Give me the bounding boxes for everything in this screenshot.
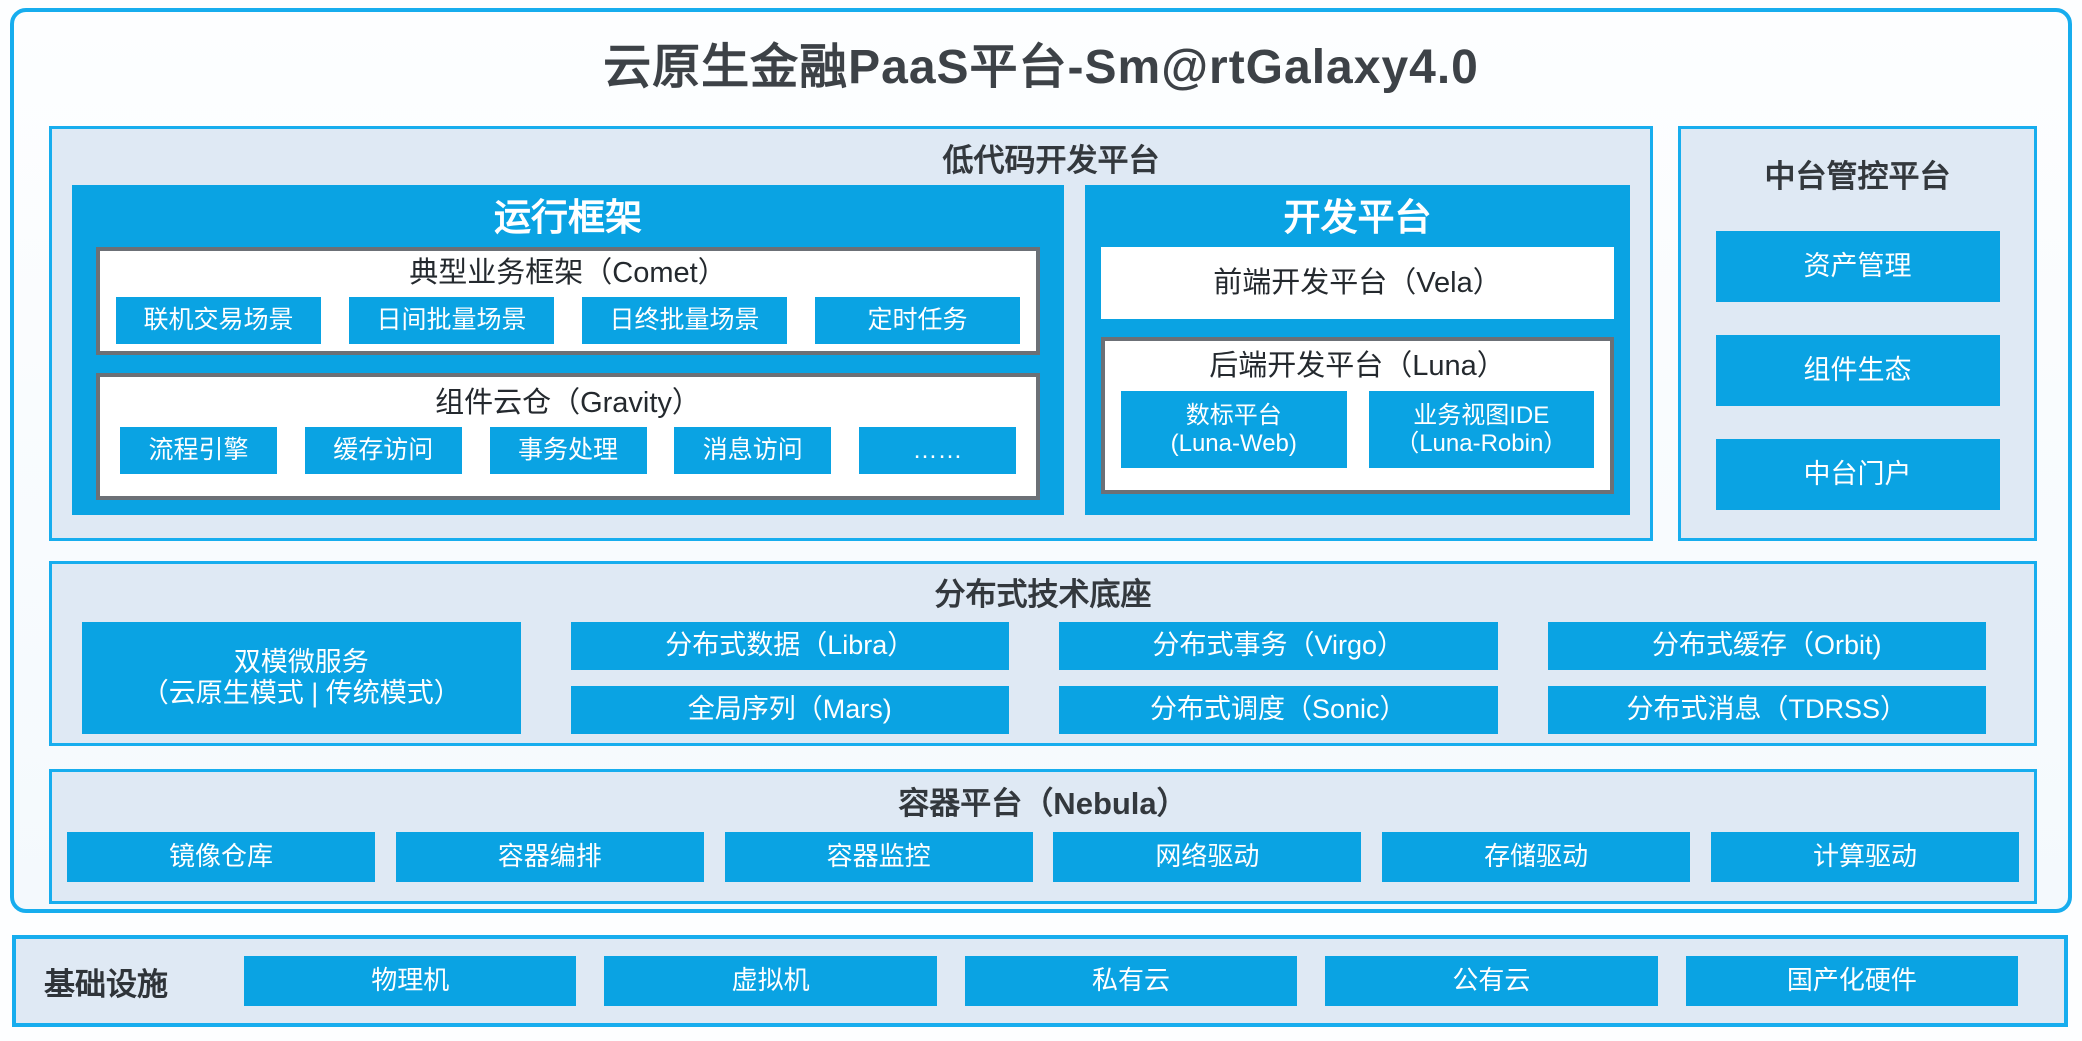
dev-title: 开发平台 [1283,197,1432,238]
luna-item: 业务视图IDE （Luna-Robin） [1368,391,1594,468]
gravity-item: 缓存访问 [304,427,462,474]
luna-item-code: (Luna-Web) [1170,429,1297,457]
luna-items: 数标平台 (Luna-Web) 业务视图IDE （Luna-Robin） [1105,391,1610,468]
container-items: 镜像仓库 容器编排 容器监控 网络驱动 存储驱动 计算驱动 [52,824,2034,882]
panel-distributed: 分布式技术底座 双模微服务 （云原生模式 | 传统模式） 分布式数据（Libra… [49,561,2037,746]
infrastructure-item: 物理机 [244,956,577,1006]
panel-infrastructure: 基础设施 物理机 虚拟机 私有云 公有云 国产化硬件 [12,935,2068,1027]
container-item: 存储驱动 [1382,832,1691,882]
runtime-title: 运行框架 [494,197,642,238]
distributed-item: 分布式消息（TDRSS） [1547,686,1986,734]
box-gravity: 组件云仓（Gravity） 流程引擎 缓存访问 事务处理 消息访问 …… [96,373,1040,500]
distributed-grid: 双模微服务 （云原生模式 | 传统模式） 分布式数据（Libra） 分布式事务（… [52,614,2034,734]
midplatform-item: 资产管理 [1715,231,2000,302]
distributed-title: 分布式技术底座 [934,577,1152,612]
infrastructure-item: 虚拟机 [604,956,937,1006]
box-comet: 典型业务框架（Comet） 联机交易场景 日间批量场景 日终批量场景 定时任务 [96,247,1040,355]
luna-item-name: 数标平台 [1185,401,1282,429]
dual-mode-microservice: 双模微服务 （云原生模式 | 传统模式） [82,622,521,734]
container-item: 容器编排 [395,832,704,882]
lowcode-title: 低代码开发平台 [942,143,1160,178]
comet-item: 定时任务 [815,297,1020,344]
box-luna: 后端开发平台（Luna） 数标平台 (Luna-Web) 业务视图IDE （Lu… [1101,337,1614,494]
block-dev: 开发平台 前端开发平台（Vela） 后端开发平台（Luna） 数标平台 (Lun… [1085,185,1630,515]
panel-lowcode: 低代码开发平台 运行框架 典型业务框架（Comet） 联机交易场景 日间批量场景… [49,126,1653,541]
dual-mode-line2: （云原生模式 | 传统模式） [141,678,461,708]
infrastructure-item: 公有云 [1325,956,1658,1006]
comet-item: 联机交易场景 [116,297,321,344]
page-title: 云原生金融PaaS平台-Sm@rtGalaxy4.0 [603,41,1479,94]
container-title: 容器平台（Nebula） [898,786,1188,821]
distributed-item: 分布式缓存（Orbit) [1547,622,1986,670]
gravity-items: 流程引擎 缓存访问 事务处理 消息访问 …… [100,427,1036,474]
infrastructure-item: 私有云 [964,956,1298,1006]
main-frame: 云原生金融PaaS平台-Sm@rtGalaxy4.0 低代码开发平台 运行框架 … [10,8,2072,913]
container-item: 容器监控 [724,832,1033,882]
distributed-item: 分布式调度（Sonic） [1059,686,1498,734]
lowcode-body: 运行框架 典型业务框架（Comet） 联机交易场景 日间批量场景 日终批量场景 … [72,185,1630,515]
top-row: 低代码开发平台 运行框架 典型业务框架（Comet） 联机交易场景 日间批量场景… [49,126,2037,541]
infrastructure-item: 国产化硬件 [1685,956,2019,1006]
gravity-label: 组件云仓（Gravity） [435,387,701,419]
block-runtime: 运行框架 典型业务框架（Comet） 联机交易场景 日间批量场景 日终批量场景 … [72,185,1064,515]
gravity-item: 事务处理 [489,427,647,474]
comet-items: 联机交易场景 日间批量场景 日终批量场景 定时任务 [100,297,1036,344]
container-item: 计算驱动 [1710,832,2019,882]
distributed-item: 分布式事务（Virgo） [1059,622,1498,670]
midplatform-item: 中台门户 [1715,439,2000,510]
luna-label: 后端开发平台（Luna） [1209,350,1506,382]
luna-item: 数标平台 (Luna-Web) [1121,391,1347,468]
vela-label: 前端开发平台（Vela） [1213,267,1502,299]
gravity-item: …… [859,427,1016,474]
container-item: 网络驱动 [1053,832,1362,882]
midplatform-title: 中台管控平台 [1764,159,1951,194]
container-item: 镜像仓库 [67,832,375,882]
comet-item: 日终批量场景 [582,297,787,344]
panel-container: 容器平台（Nebula） 镜像仓库 容器编排 容器监控 网络驱动 存储驱动 计算… [49,769,2037,904]
gravity-item: 流程引擎 [120,427,277,474]
comet-label: 典型业务框架（Comet） [409,257,727,289]
infrastructure-items: 物理机 虚拟机 私有云 公有云 国产化硬件 [244,956,2019,1006]
luna-item-name: 业务视图IDE [1413,401,1550,429]
distributed-item: 全局序列（Mars) [570,686,1009,734]
infrastructure-title: 基础设施 [44,966,168,1002]
midplatform-items: 资产管理 组件生态 中台门户 [1715,231,2000,510]
midplatform-item: 组件生态 [1715,335,2000,406]
box-vela: 前端开发平台（Vela） [1101,247,1614,319]
comet-item: 日间批量场景 [349,297,554,344]
panel-midplatform: 中台管控平台 资产管理 组件生态 中台门户 [1678,126,2037,541]
distributed-item: 分布式数据（Libra） [570,622,1009,670]
luna-item-code: （Luna-Robin） [1395,429,1568,457]
gravity-item: 消息访问 [674,427,832,474]
dual-mode-line1: 双模微服务 [233,646,369,677]
